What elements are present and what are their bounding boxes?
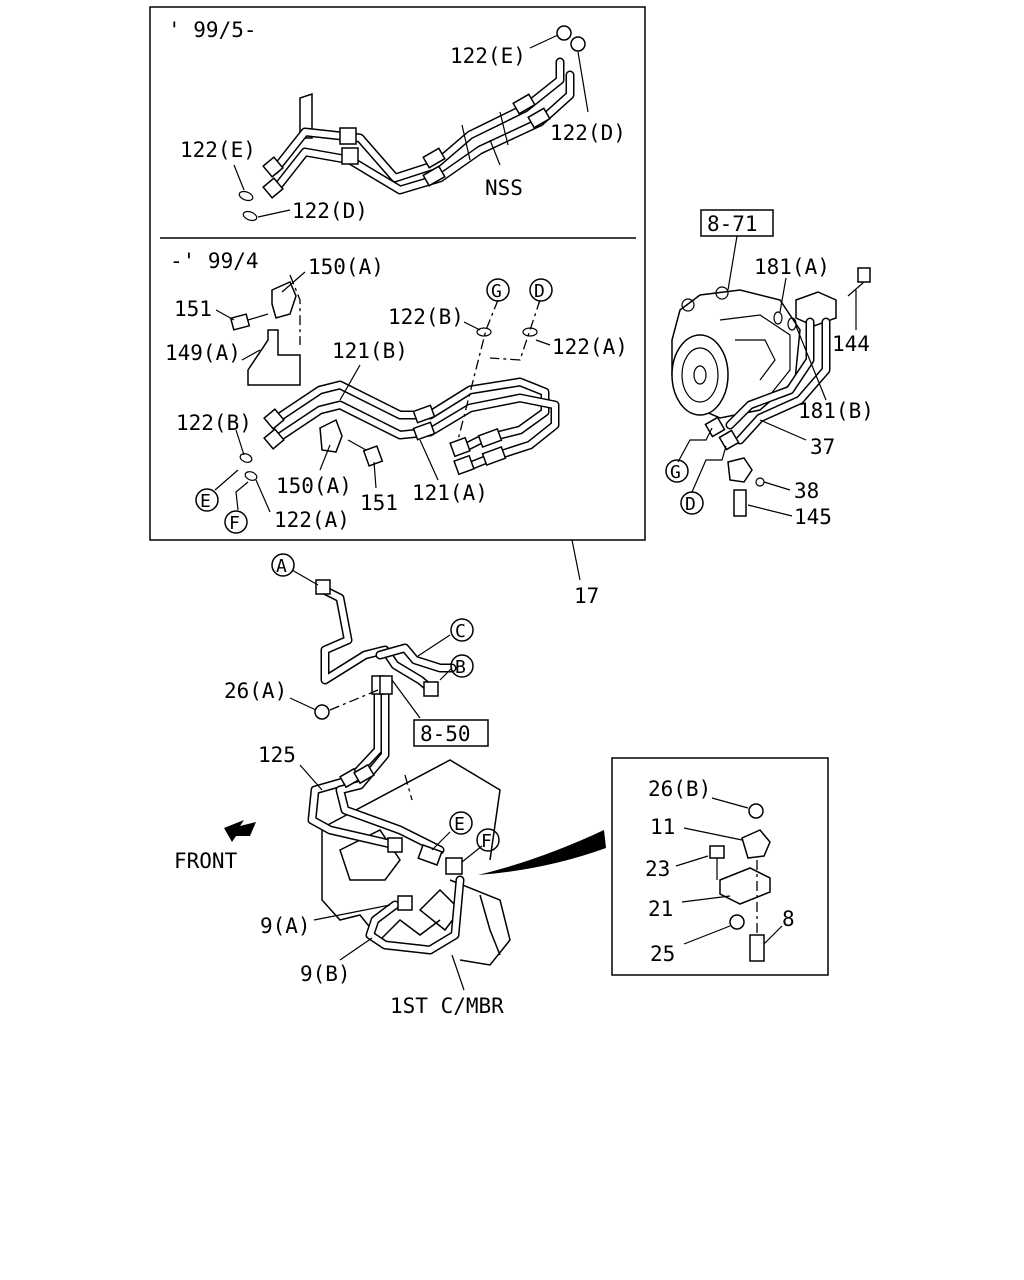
circle-g-compressor: G xyxy=(670,462,681,483)
label-150a-bottom: 150(A) xyxy=(276,474,352,498)
label-181a: 181(A) xyxy=(754,255,830,279)
circle-e-mid: E xyxy=(200,491,211,512)
label-125: 125 xyxy=(258,743,296,767)
label-21: 21 xyxy=(648,897,673,921)
label-37: 37 xyxy=(810,435,835,459)
label-8: 8 xyxy=(782,907,795,931)
label-150a-top: 150(A) xyxy=(308,255,384,279)
label-151-bottom: 151 xyxy=(360,491,398,515)
label-122a-top: 122(A) xyxy=(552,335,628,359)
label-122a-bottom: 122(A) xyxy=(274,508,350,532)
label-144: 144 xyxy=(832,332,870,356)
label-26b: 26(B) xyxy=(648,777,711,801)
label-122d-left: 122(D) xyxy=(292,199,368,223)
circle-a-main: A xyxy=(276,556,287,577)
label-23: 23 xyxy=(645,857,670,881)
circle-f-main: F xyxy=(481,831,492,852)
label-122e-left: 122(E) xyxy=(180,138,256,162)
period-label-99-4: -' 99/4 xyxy=(170,249,259,273)
pipe-121-assembly xyxy=(229,274,560,481)
assembly-frame xyxy=(149,6,646,541)
label-122b-top: 122(B) xyxy=(388,305,464,329)
label-121b: 121(B) xyxy=(332,339,408,363)
circle-e-main: E xyxy=(454,814,465,835)
nss-pipe-assembly xyxy=(238,25,586,222)
label-145: 145 xyxy=(794,505,832,529)
front-arrow xyxy=(224,820,256,842)
label-38: 38 xyxy=(794,479,819,503)
label-181b: 181(B) xyxy=(798,399,874,423)
ref-8-71: 8-71 xyxy=(707,212,758,236)
label-9b: 9(B) xyxy=(300,962,351,986)
label-121a: 121(A) xyxy=(412,481,488,505)
front-label: FRONT xyxy=(174,849,238,873)
compressor-unit xyxy=(671,267,871,517)
label-9a: 9(A) xyxy=(260,914,311,938)
detail-inset xyxy=(611,757,829,976)
circle-b-main: B xyxy=(455,657,466,678)
circle-c-main: C xyxy=(455,621,466,642)
circle-d-compressor: D xyxy=(685,494,696,515)
label-nss: NSS xyxy=(485,176,523,200)
label-151-top: 151 xyxy=(174,297,212,321)
circle-d-mid: D xyxy=(534,281,545,302)
label-17: 17 xyxy=(574,584,599,608)
callout-circles-compressor: G D xyxy=(665,459,704,515)
pipe-125-main xyxy=(307,579,465,955)
label-149a: 149(A) xyxy=(165,341,241,365)
inset-pointer xyxy=(478,830,606,875)
label-11: 11 xyxy=(650,815,675,839)
label-25: 25 xyxy=(650,942,675,966)
circle-f-mid: F xyxy=(229,513,240,534)
circle-g-mid: G xyxy=(491,281,502,302)
callout-circles-main: A C B E F xyxy=(271,553,500,852)
label-122b-left: 122(B) xyxy=(176,411,252,435)
label-1st-cross-member: 1ST C/MBR xyxy=(390,994,504,1018)
callout-circles-mid: G D E F xyxy=(195,278,553,534)
label-122e-top: 122(E) xyxy=(450,44,526,68)
label-26a: 26(A) xyxy=(224,679,287,703)
bracket-detail xyxy=(709,803,771,962)
ref-8-50: 8-50 xyxy=(420,722,471,746)
ref-box-8-50 xyxy=(413,719,489,747)
label-122d-top: 122(D) xyxy=(550,121,626,145)
period-label-99-5: ' 99/5- xyxy=(168,18,257,42)
